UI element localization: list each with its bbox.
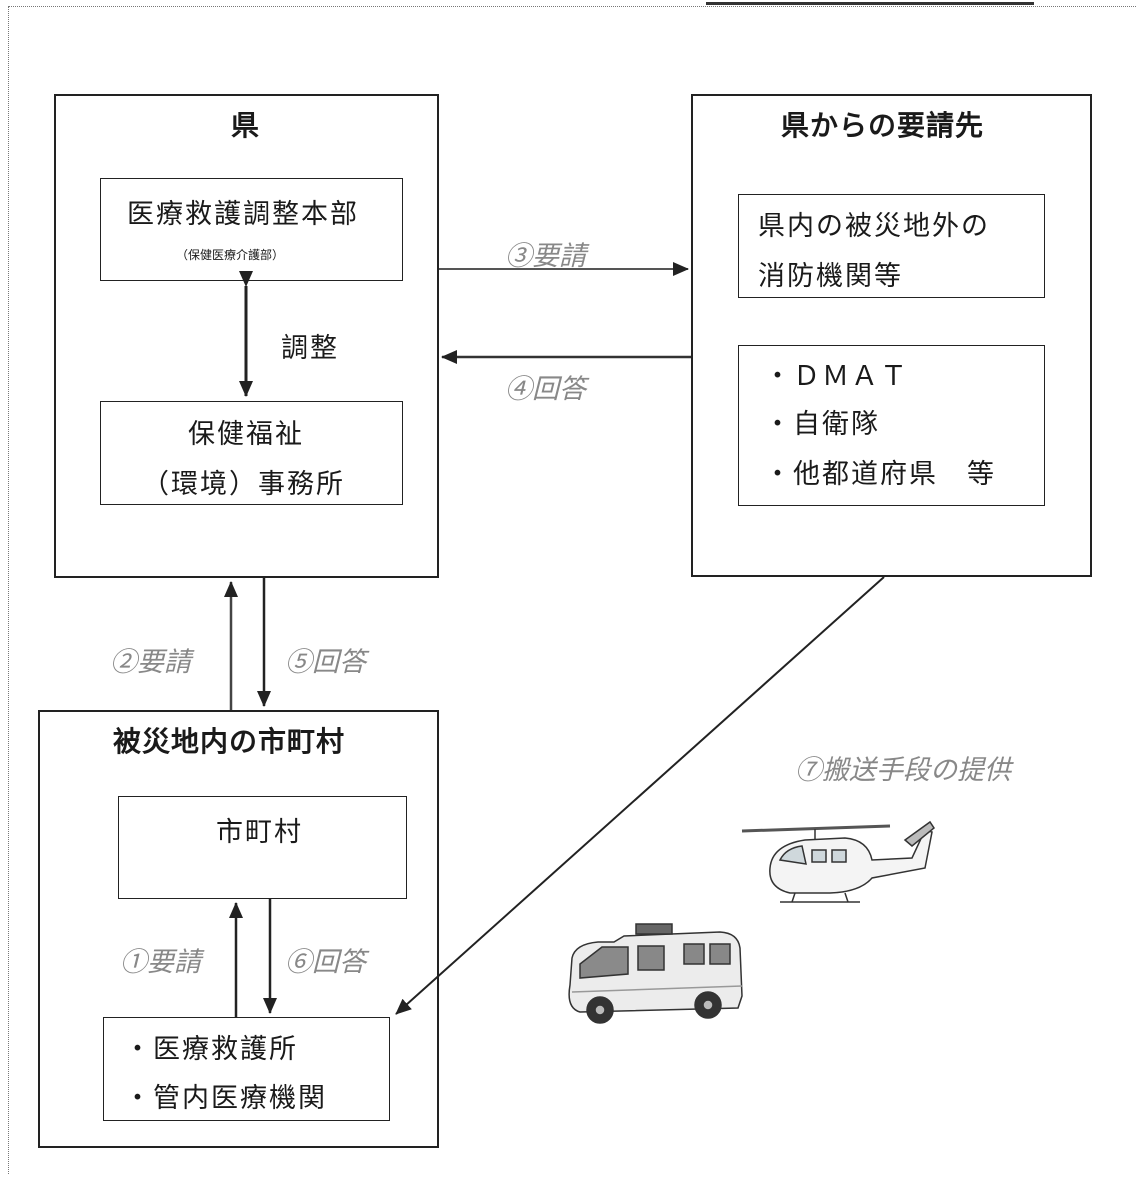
helicopter-icon — [741, 820, 936, 903]
step7-arrow — [395, 576, 885, 1015]
step6-label: ⑥回答 — [285, 947, 366, 978]
hq-box — [100, 178, 403, 281]
office-line1: 保健福祉 — [188, 419, 304, 450]
prefecture-title: 県 — [231, 109, 261, 142]
office-line2: （環境）事務所 — [142, 469, 345, 500]
facility-item: ・医療救護所 — [124, 1034, 298, 1065]
municipality-area-title: 被災地内の市町村 — [113, 725, 346, 758]
step2-label: ②要請 — [110, 647, 191, 678]
office-box — [100, 401, 403, 505]
step7-label: ⑦搬送手段の提供 — [795, 755, 1011, 786]
top-mark — [706, 2, 1034, 5]
municipality-name: 市町村 — [216, 817, 303, 848]
facilities-box — [103, 1017, 390, 1121]
municipality-box — [118, 796, 407, 899]
diagram-frame — [8, 6, 1136, 1174]
fire-line1: 県内の被災地外の — [758, 211, 990, 242]
step1-label: ①要請 — [120, 947, 201, 978]
hq-name: 医療救護調整本部 — [127, 199, 359, 230]
fire-box — [738, 194, 1045, 298]
others-box — [738, 345, 1045, 506]
coordination-label: 調整 — [281, 333, 339, 364]
others-item: ・自衛隊 — [764, 409, 880, 440]
facility-item: ・管内医療機関 — [124, 1083, 327, 1114]
others-item: ・他都道府県 等 — [764, 459, 996, 490]
destination-title: 県からの要請先 — [781, 109, 985, 142]
others-item: ・ＤＭＡＴ — [764, 361, 909, 392]
step3-label: ③要請 — [505, 241, 586, 272]
step4-label: ④回答 — [505, 374, 586, 405]
hq-sub: （保健医療介護部） — [176, 248, 285, 262]
fire-line2: 消防機関等 — [758, 261, 903, 292]
ambulance-icon — [568, 923, 743, 1024]
step5-label: ⑤回答 — [285, 647, 366, 678]
